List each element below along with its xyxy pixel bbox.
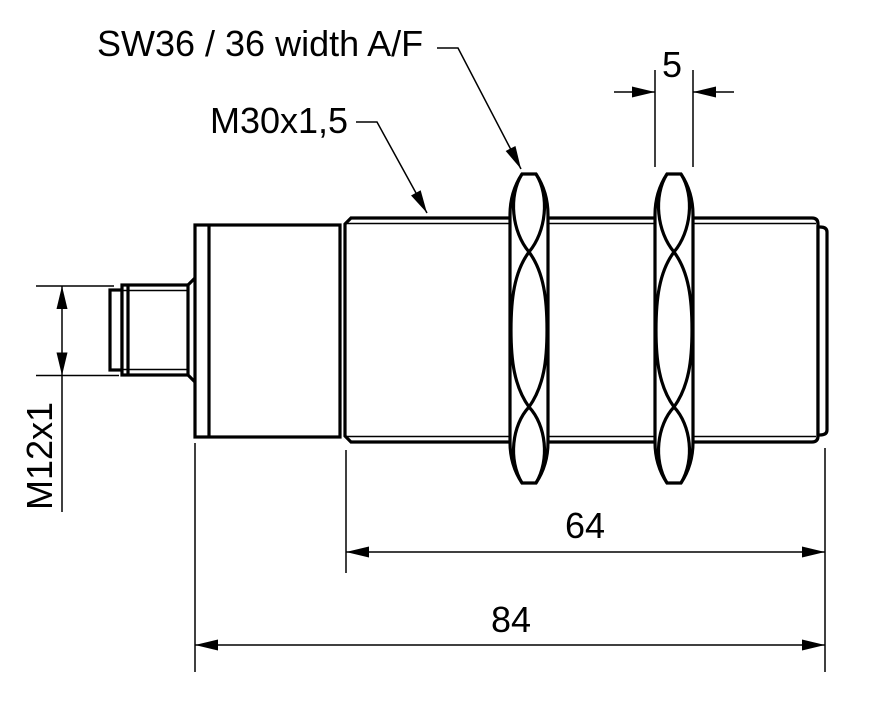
arrowhead-icon	[346, 546, 369, 558]
arrowhead-icon	[411, 190, 432, 216]
arrowhead-icon	[802, 546, 825, 558]
barrel-outline	[343, 216, 820, 444]
dimension-nut-thickness	[614, 70, 734, 167]
hex-nut-2-upper-facet	[656, 173, 692, 254]
hex-nut-2	[653, 172, 695, 485]
arrowhead-icon	[802, 639, 825, 651]
sensing-face-cap	[816, 225, 829, 437]
arrowhead-icon	[632, 86, 655, 98]
arrowhead-icon	[693, 86, 716, 98]
leader-barrel-thread	[356, 121, 432, 216]
threaded-barrel	[343, 216, 829, 444]
label-barrel-thread: M30x1,5	[210, 100, 348, 141]
arrowhead-icon	[195, 639, 218, 651]
rear-housing	[193, 223, 342, 439]
connector-end-cap	[108, 288, 124, 372]
dimension-overall-length	[194, 443, 825, 672]
leader-line	[437, 47, 522, 170]
rear-housing-outline	[193, 223, 342, 439]
hex-nut-1-middle-facet	[509, 251, 549, 408]
hex-nut-2-middle-facet	[654, 251, 694, 408]
connector-body	[120, 283, 190, 377]
dim-value-thread-length: 64	[565, 505, 605, 546]
leader-line	[356, 121, 428, 214]
label-wrench-flats: SW36 / 36 width A/F	[97, 23, 423, 64]
arrowhead-icon	[505, 146, 526, 172]
hex-nut-1-lower-facet	[511, 405, 547, 484]
label-connector-thread: M12x1	[19, 402, 60, 510]
hex-nut-1-upper-facet	[511, 173, 547, 254]
dimension-connector-thread	[36, 285, 119, 512]
dim-value-overall-length: 84	[491, 599, 531, 640]
leader-wrench-flats	[437, 47, 526, 172]
dim-value-nut-thickness: 5	[662, 44, 682, 85]
arrowhead-icon	[56, 352, 68, 376]
arrowhead-icon	[56, 286, 68, 309]
hex-nut-1	[508, 172, 550, 485]
hex-nut-2-lower-facet	[656, 405, 692, 484]
m12-connector	[108, 275, 198, 385]
dimension-thread-length	[345, 448, 826, 672]
